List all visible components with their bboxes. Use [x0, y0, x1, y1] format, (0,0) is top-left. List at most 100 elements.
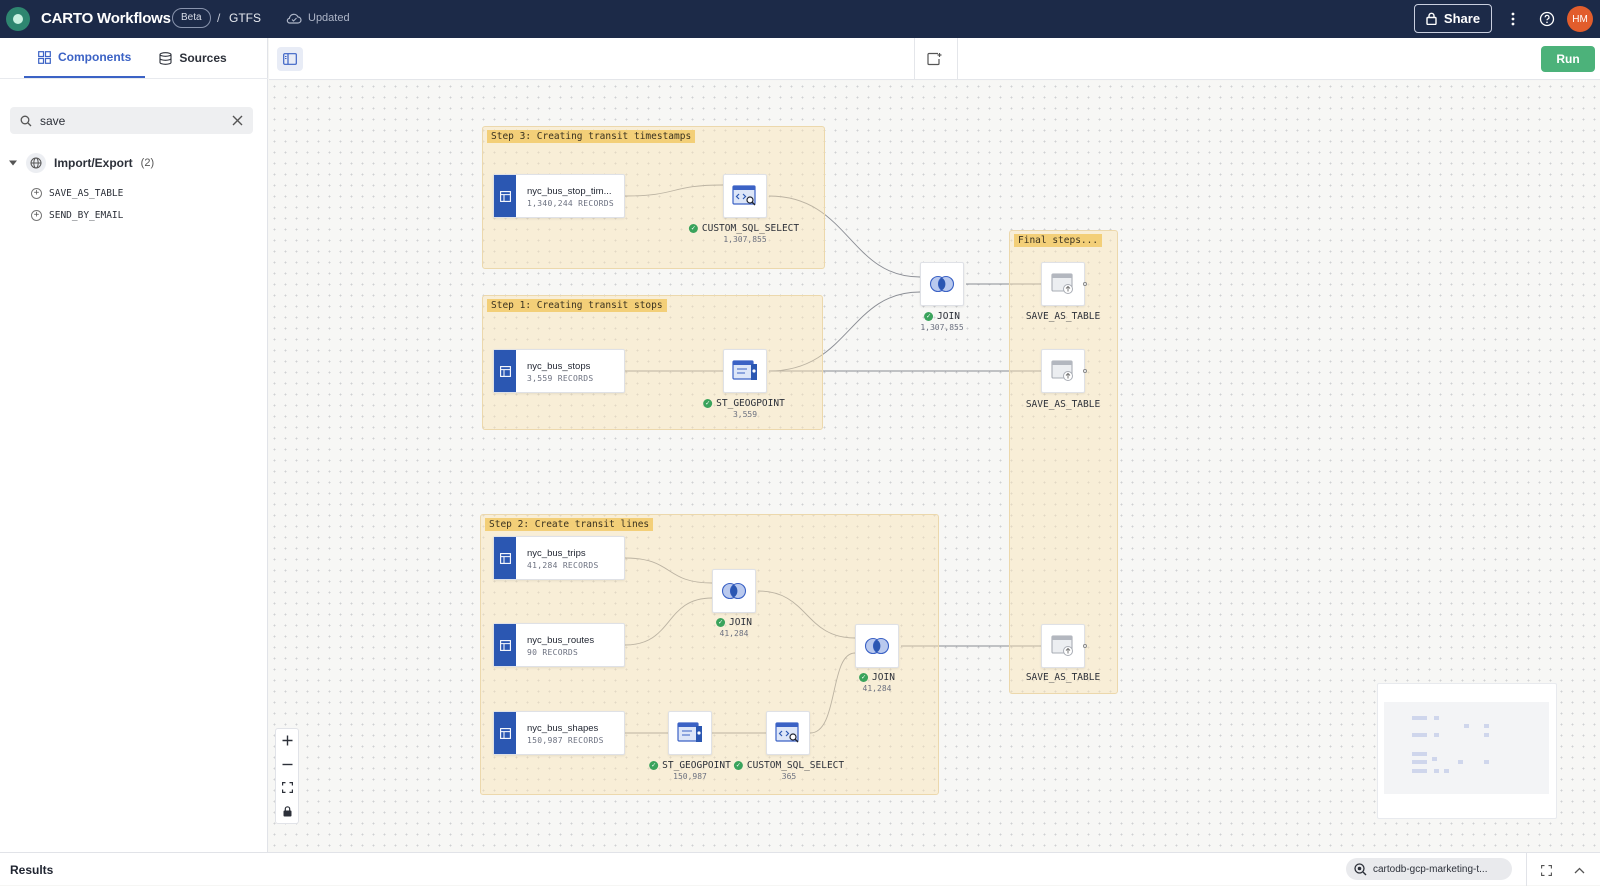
node-label: SAVE_AS_TABLE: [1025, 399, 1101, 410]
workflow-name[interactable]: GTFS: [229, 11, 261, 25]
grid-icon: [38, 50, 51, 64]
node-join[interactable]: [855, 624, 899, 668]
node-custom-sql-select[interactable]: [723, 174, 767, 218]
category-count: (2): [140, 157, 155, 169]
share-button[interactable]: Share: [1414, 4, 1492, 33]
toolbar-divider: [914, 38, 915, 79]
node-custom-sql-select[interactable]: [766, 711, 810, 755]
expand-icon[interactable]: [1538, 862, 1554, 878]
source-name: nyc_bus_stop_tim...: [527, 186, 612, 197]
app-title: CARTO Workflows: [41, 10, 171, 27]
connection-search-icon: [1354, 862, 1367, 875]
share-label: Share: [1443, 11, 1481, 26]
source-records: 3,559 RECORDS: [527, 374, 594, 383]
output-port[interactable]: [1083, 369, 1087, 373]
minus-icon: [282, 763, 292, 765]
node-count: 41,284: [862, 684, 892, 693]
edge: [624, 184, 724, 197]
connection-chip[interactable]: cartodb-gcp-marketing-t...: [1346, 858, 1512, 880]
component-send-by-email[interactable]: + SEND_BY_EMAIL: [31, 210, 123, 221]
success-check-icon: ✓: [649, 761, 659, 770]
node-st-geogpoint[interactable]: [668, 711, 712, 755]
geogpoint-icon: [677, 722, 702, 742]
source-node-trips[interactable]: nyc_bus_trips 41,284 RECORDS: [493, 536, 625, 580]
edge: [768, 195, 921, 278]
node-join[interactable]: [920, 262, 964, 306]
node-count: 1,307,855: [920, 323, 964, 332]
component-label: SAVE_AS_TABLE: [49, 188, 124, 199]
save-status: Updated: [286, 12, 350, 24]
zoom-in-button[interactable]: [277, 731, 297, 751]
minimap-node: [1412, 733, 1427, 737]
success-check-icon: ✓: [859, 673, 869, 682]
source-node-stops[interactable]: nyc_bus_stops 3,559 RECORDS: [493, 349, 625, 393]
group-label: Step 2: Create transit lines: [485, 518, 654, 531]
minimap-node: [1412, 769, 1427, 773]
minimap[interactable]: [1377, 683, 1557, 819]
search-value: save: [40, 113, 66, 128]
tab-sources[interactable]: Sources: [145, 38, 240, 78]
node-save-as-table[interactable]: [1041, 624, 1085, 668]
minimap-node: [1434, 716, 1439, 720]
source-name: nyc_bus_routes: [527, 635, 595, 646]
edge: [624, 557, 713, 584]
chevron-up-icon[interactable]: [1571, 862, 1587, 878]
lock-canvas-button[interactable]: [277, 801, 297, 821]
zoom-out-button[interactable]: [277, 754, 297, 774]
node-save-as-table[interactable]: [1041, 262, 1085, 306]
top-bar: CARTO Workflows Beta / GTFS Updated Shar…: [0, 0, 1600, 38]
results-title[interactable]: Results: [10, 863, 54, 877]
chevron-down-icon[interactable]: [8, 159, 18, 167]
group-label: Final steps...: [1014, 234, 1103, 247]
table-icon: [494, 175, 516, 217]
database-icon: [159, 51, 172, 65]
node-label: ✓JOIN: [716, 617, 752, 628]
save-table-icon: [1051, 635, 1073, 656]
workflow-canvas[interactable]: Step 3: Creating transit timestamps Step…: [269, 81, 1600, 852]
results-divider: [1526, 853, 1527, 886]
source-node-routes[interactable]: nyc_bus_routes 90 RECORDS: [493, 623, 625, 667]
cloud-icon: [286, 13, 302, 24]
output-port[interactable]: [1083, 644, 1087, 648]
table-icon: [494, 537, 516, 579]
node-st-geogpoint[interactable]: [723, 349, 767, 393]
sidebar-panel-icon: [283, 53, 297, 65]
tabs-divider: [0, 78, 268, 79]
node-label: ✓JOIN: [924, 311, 960, 322]
minimap-viewport: [1384, 702, 1549, 794]
component-search-input[interactable]: save: [10, 107, 253, 134]
user-avatar[interactable]: HM: [1567, 6, 1593, 32]
run-button[interactable]: Run: [1541, 46, 1595, 72]
add-note-button[interactable]: [923, 49, 947, 69]
category-label: Import/Export: [54, 156, 133, 170]
node-join[interactable]: [712, 569, 756, 613]
success-check-icon: ✓: [688, 224, 698, 233]
tab-components[interactable]: Components: [24, 38, 146, 78]
source-records: 150,987 RECORDS: [527, 736, 604, 745]
node-count: 150,987: [673, 772, 707, 781]
node-label: SAVE_AS_TABLE: [1025, 672, 1101, 683]
output-port[interactable]: [1083, 282, 1087, 286]
table-icon: [494, 624, 516, 666]
component-save-as-table[interactable]: + SAVE_AS_TABLE: [31, 188, 123, 199]
source-name: nyc_bus_shapes: [527, 723, 599, 734]
group-final-steps[interactable]: Final steps...: [1009, 230, 1118, 694]
category-import-export[interactable]: Import/Export (2): [8, 153, 154, 173]
help-icon[interactable]: [1537, 9, 1557, 29]
source-node-stop-times[interactable]: nyc_bus_stop_tim... 1,340,244 RECORDS: [493, 174, 625, 218]
sidebar-tabs: Components Sources: [24, 38, 241, 78]
fit-view-button[interactable]: [277, 778, 297, 798]
node-save-as-table[interactable]: [1041, 349, 1085, 393]
connection-label: cartodb-gcp-marketing-t...: [1373, 863, 1488, 875]
add-circle-icon: +: [31, 210, 42, 221]
carto-logo-icon[interactable]: [6, 7, 30, 31]
source-records: 1,340,244 RECORDS: [527, 199, 614, 208]
clear-search-icon[interactable]: [232, 115, 243, 126]
toggle-panel-button[interactable]: [277, 47, 303, 71]
node-count: 41,284: [719, 629, 749, 638]
edge: [757, 590, 856, 639]
source-node-shapes[interactable]: nyc_bus_shapes 150,987 RECORDS: [493, 711, 625, 755]
source-name: nyc_bus_stops: [527, 361, 591, 372]
more-options-icon[interactable]: [1503, 9, 1523, 29]
sql-query-icon: [775, 722, 799, 743]
